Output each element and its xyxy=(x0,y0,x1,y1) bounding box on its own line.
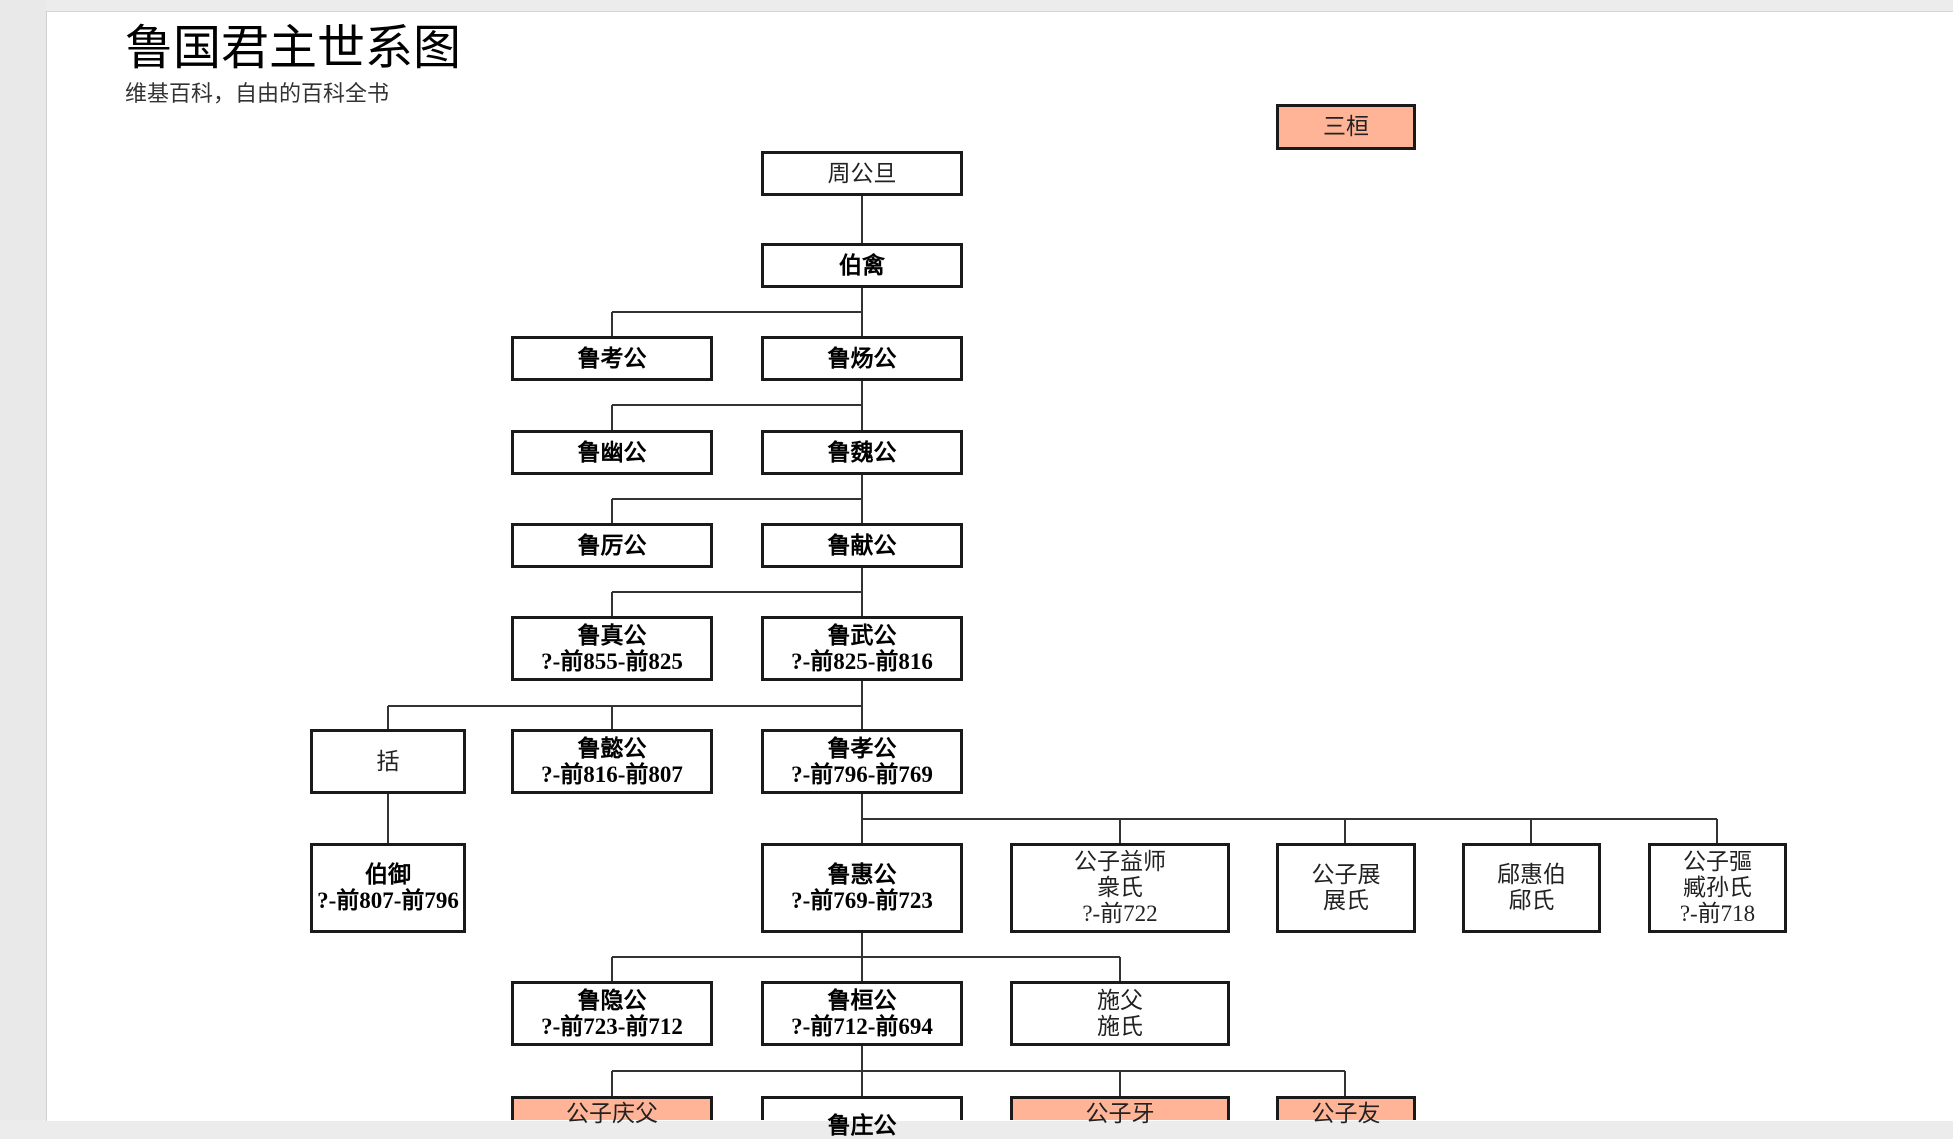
person-name: 公子牙 xyxy=(1085,1101,1155,1126)
person-detail: ?-前825-前816 xyxy=(791,648,933,674)
person-name: 鲁魏公 xyxy=(827,439,897,465)
person-box: 鲁武公?-前825-前816 xyxy=(761,616,963,681)
person-detail: ?-前769-前723 xyxy=(791,888,933,913)
person-name: 鲁献公 xyxy=(827,532,897,558)
page-subtitle: 维基百科，自由的百科全书 xyxy=(125,81,390,106)
person-box: 括 xyxy=(310,729,466,794)
person-box: 公子友 xyxy=(1276,1096,1416,1126)
person-name: 鲁武公 xyxy=(827,622,897,648)
person-name: 鲁庄公 xyxy=(827,1113,897,1138)
person-name: 鲁考公 xyxy=(577,345,647,371)
person-name: 鲁惠公 xyxy=(827,862,897,887)
person-box: 施父施氏 xyxy=(1010,981,1230,1046)
person-detail: 郈氏 xyxy=(1508,888,1555,913)
person-box: 鲁惠公?-前769-前723 xyxy=(761,843,963,933)
person-box: 鲁桓公?-前712-前694 xyxy=(761,981,963,1046)
person-box: 公子彄臧孙氏?-前718 xyxy=(1648,843,1787,933)
person-box: 鲁幽公 xyxy=(511,430,713,475)
person-box: 伯御?-前807-前796 xyxy=(310,843,466,933)
person-name: 施父 xyxy=(1097,987,1143,1013)
person-box: 鲁献公 xyxy=(761,523,963,568)
person-detail: ?-前796-前769 xyxy=(791,761,933,787)
person-name: 公子庆父 xyxy=(566,1101,658,1126)
person-detail: ?-前712-前694 xyxy=(791,1013,933,1039)
person-name: 鲁隐公 xyxy=(577,987,647,1013)
person-name: 伯禽 xyxy=(839,252,885,278)
person-box: 公子展展氏 xyxy=(1276,843,1416,933)
person-name: 鲁桓公 xyxy=(827,987,897,1013)
person-box: 公子牙 xyxy=(1010,1096,1230,1126)
person-box: 鲁孝公?-前796-前769 xyxy=(761,729,963,794)
person-detail: ?-前718 xyxy=(1679,901,1756,926)
person-name: 括 xyxy=(376,748,400,774)
person-name: 伯御 xyxy=(365,862,411,887)
person-name: 公子彄 xyxy=(1683,849,1752,874)
person-box: 郈惠伯郈氏 xyxy=(1462,843,1601,933)
person-detail: 施氏 xyxy=(1097,1013,1143,1039)
person-box: 鲁真公?-前855-前825 xyxy=(511,616,713,681)
person-name: 鲁懿公 xyxy=(577,735,647,761)
person-box: 公子庆父 xyxy=(511,1096,713,1126)
person-name: 鲁幽公 xyxy=(577,439,647,465)
person-name: 鲁厉公 xyxy=(577,532,647,558)
person-detail: ?-前816-前807 xyxy=(541,761,683,787)
person-detail: 展氏 xyxy=(1323,888,1369,913)
person-name: 鲁孝公 xyxy=(827,735,897,761)
person-name: 周公旦 xyxy=(827,160,897,186)
person-detail: 衆氏 xyxy=(1097,875,1143,900)
person-detail: ?-前807-前796 xyxy=(317,888,459,913)
person-box: 鲁庄公 xyxy=(761,1096,963,1138)
person-name: 公子展 xyxy=(1311,862,1381,887)
person-name: 郈惠伯 xyxy=(1497,862,1566,887)
person-box: 鲁厉公 xyxy=(511,523,713,568)
person-detail: ?-前722 xyxy=(1082,901,1158,926)
person-name: 鲁炀公 xyxy=(827,345,897,371)
person-box: 鲁隐公?-前723-前712 xyxy=(511,981,713,1046)
legend-sanhuan: 三桓 xyxy=(1276,104,1416,150)
page-title: 鲁国君主世系图 xyxy=(125,22,462,75)
person-box: 伯禽 xyxy=(761,243,963,288)
person-detail: ?-前855-前825 xyxy=(541,648,683,674)
person-detail: ?-前723-前712 xyxy=(541,1013,683,1039)
viewer-margin xyxy=(0,0,46,1120)
diagram-page xyxy=(46,11,1953,1121)
person-detail: 臧孙氏 xyxy=(1683,875,1752,900)
person-name: 公子友 xyxy=(1311,1101,1381,1126)
person-box: 鲁炀公 xyxy=(761,336,963,381)
person-name: 公子益师 xyxy=(1074,849,1166,874)
person-name: 鲁真公 xyxy=(577,622,647,648)
person-box: 鲁魏公 xyxy=(761,430,963,475)
person-box: 周公旦 xyxy=(761,151,963,196)
legend-label: 三桓 xyxy=(1323,114,1369,139)
person-box: 鲁考公 xyxy=(511,336,713,381)
person-box: 公子益师衆氏?-前722 xyxy=(1010,843,1230,933)
person-box: 鲁懿公?-前816-前807 xyxy=(511,729,713,794)
